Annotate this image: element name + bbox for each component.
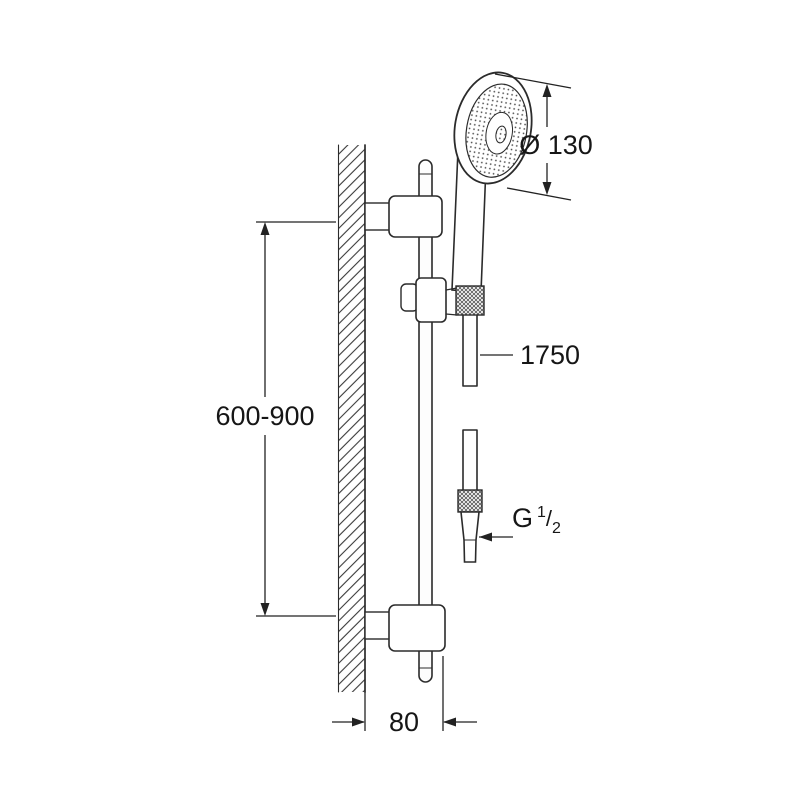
head-diameter-label: Ø 130 (519, 130, 593, 160)
holder-arm-bottom (445, 313, 458, 316)
dim-bar-range: 600-900 (215, 221, 336, 617)
arrowhead-up (260, 222, 270, 235)
bottom-mounting-bracket (364, 604, 446, 652)
hose-upper-segment (462, 314, 478, 387)
hose-lower-segment (462, 429, 478, 491)
arrowhead-down (542, 182, 552, 195)
arrowhead-down (260, 603, 270, 616)
holder-arm-top (445, 287, 458, 291)
hose-end-connector (460, 511, 480, 563)
holder-clamp (415, 277, 447, 323)
bottom-bracket-wall-stem (364, 611, 392, 640)
bottom-bracket-body (388, 604, 446, 652)
product-art (337, 71, 533, 693)
top-bracket-wall-stem (364, 202, 392, 231)
rail-bar (418, 159, 433, 683)
handshower-head (453, 71, 533, 185)
wall-section (337, 144, 366, 693)
thread-denominator: 2 (552, 520, 561, 537)
hose-length-label: 1750 (520, 340, 580, 370)
shower-hose (457, 314, 483, 563)
shower-rail (418, 159, 433, 683)
handle-cone-nut (455, 285, 485, 316)
hose-connector-nut (457, 489, 483, 513)
dim-hose-length: 1750 (480, 340, 580, 370)
spray-face-center (495, 125, 507, 144)
top-mounting-bracket (364, 195, 443, 238)
dim-wall-distance: 80 (332, 656, 477, 737)
handshower-holder (400, 277, 485, 323)
top-bracket-body (388, 195, 443, 238)
thread-numerator: 1 (537, 504, 546, 521)
dim-head-diameter: Ø 130 (494, 73, 593, 201)
extension-line (506, 187, 572, 201)
bar-range-label: 600-900 (215, 401, 314, 431)
arrowhead-left (479, 532, 492, 542)
arrowhead-up (542, 84, 552, 97)
extension-line (494, 73, 572, 89)
wall-hatch (338, 145, 365, 692)
thread-slash: / (546, 506, 553, 531)
wall-distance-label: 80 (389, 707, 419, 737)
arrowhead-left (443, 717, 456, 727)
thread-prefix: G (512, 503, 533, 533)
arrowhead-right (352, 717, 365, 727)
